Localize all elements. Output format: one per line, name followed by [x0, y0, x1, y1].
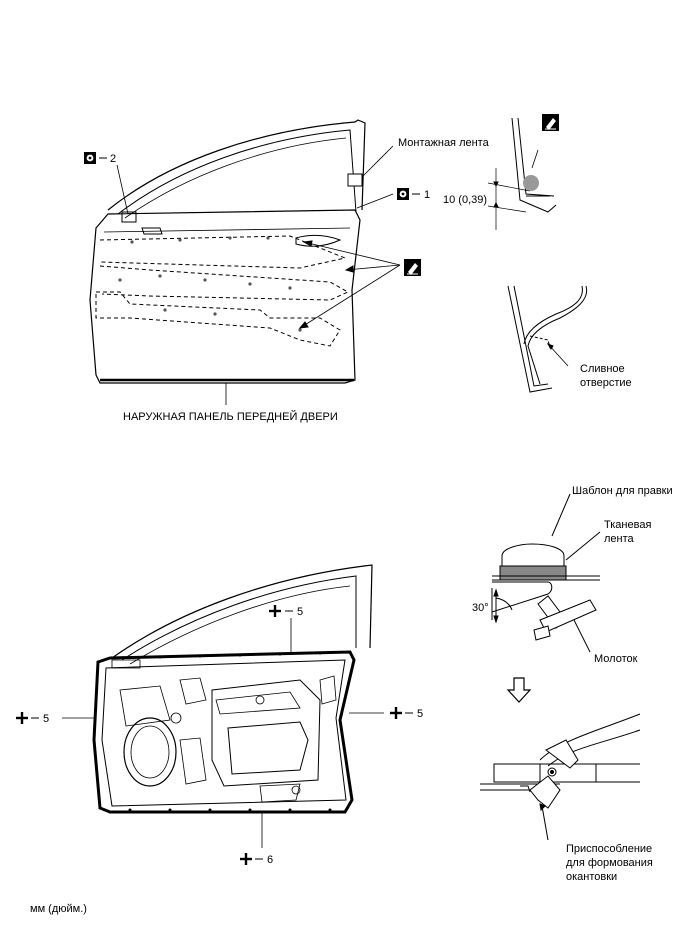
plus-mark-icon	[269, 605, 281, 617]
dolly-template-label: Шаблон для правки	[572, 485, 673, 497]
hemming-tool-label-line1: Приспособление	[566, 843, 652, 855]
callout-5-right: 5	[417, 708, 423, 720]
plus-mark-icon	[240, 853, 252, 865]
replace-part-icon	[84, 152, 96, 164]
plus-mark-icon	[16, 712, 28, 724]
hemming-tool-label-line2: для формования	[566, 857, 653, 869]
callout-5-left: 5	[43, 713, 49, 725]
dimension-label: 10 (0,39)	[443, 194, 487, 206]
mounting-tape-label: Монтажная лента	[398, 137, 490, 149]
plus-mark-icon	[390, 707, 402, 719]
hemming-tool-label-line3: окантовки	[566, 871, 617, 883]
drain-hole-label-line1: Сливное	[580, 363, 625, 375]
hammer-label: Молоток	[594, 653, 638, 665]
door-inner-frame-drawing	[62, 564, 384, 848]
cloth-tape-label-line1: Тканевая	[604, 519, 651, 531]
units-label: мм (дюйм.)	[30, 903, 87, 915]
angle-label: 30°	[472, 602, 489, 614]
callout-1: 1	[424, 189, 430, 201]
down-arrow-icon	[506, 677, 532, 703]
front-door-outer-panel-drawing	[89, 119, 401, 405]
drain-hole-label-line2: отверстие	[580, 377, 632, 389]
sealer-detail-drawing	[487, 117, 557, 230]
hemming-tool-drawing	[480, 713, 641, 841]
replace-part-icon	[397, 188, 409, 200]
adhesive-sealer-icon	[542, 114, 559, 131]
callout-6: 6	[267, 854, 273, 866]
sealer-bead	[523, 175, 539, 191]
dolly-hammer-drawing	[491, 493, 601, 653]
cloth-tape-label-line2: лента	[604, 533, 635, 545]
outer-panel-label: НАРУЖНАЯ ПАНЕЛЬ ПЕРЕДНЕЙ ДВЕРИ	[123, 410, 338, 423]
drain-hole-detail-drawing	[507, 285, 588, 393]
callout-2: 2	[110, 153, 116, 165]
hem-dots	[128, 651, 332, 812]
adhesive-sealer-icon	[404, 259, 421, 276]
callout-5-top: 5	[297, 606, 303, 618]
